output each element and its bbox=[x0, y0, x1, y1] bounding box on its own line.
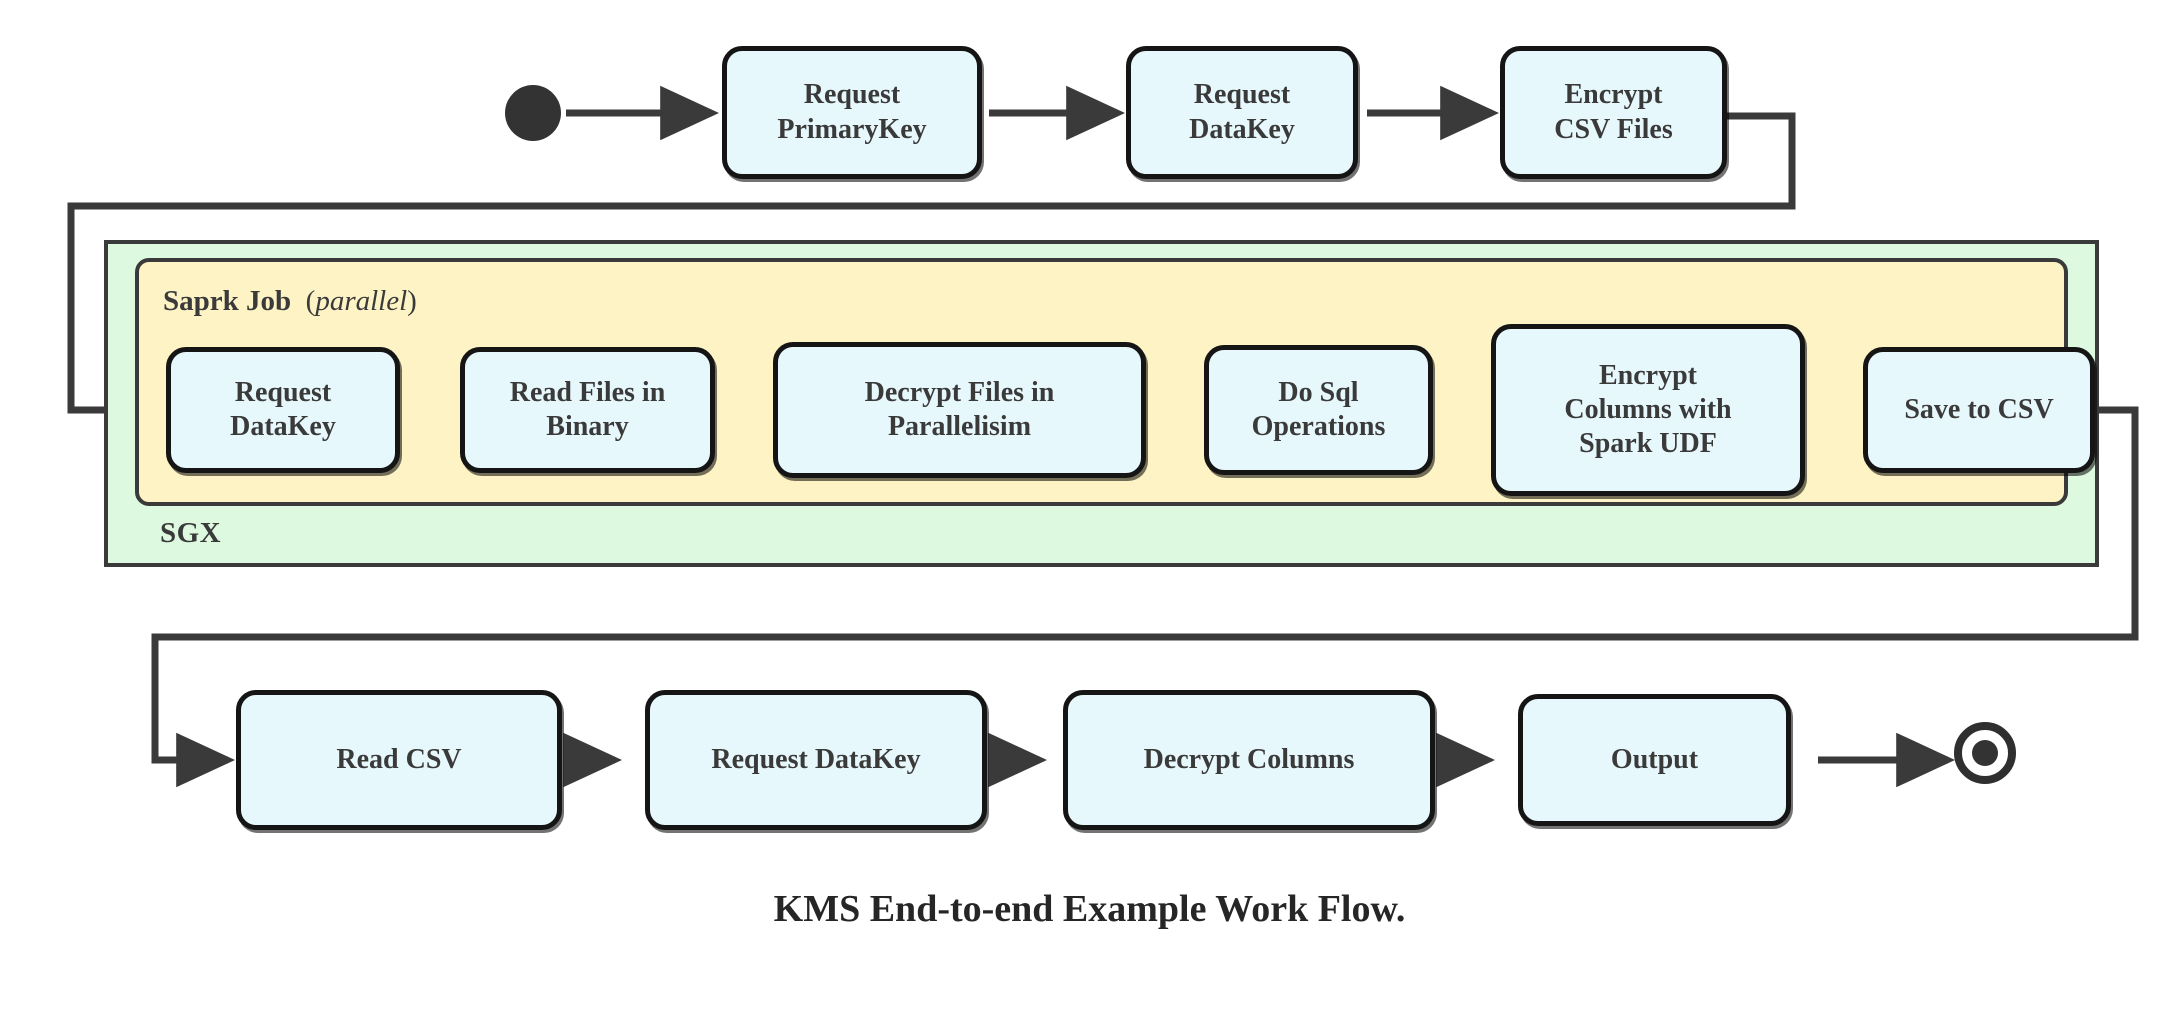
state-label-line1: Decrypt Files in bbox=[864, 376, 1055, 408]
state-request-datakey-spark[interactable]: Request DataKey bbox=[166, 347, 400, 473]
state-save-to-csv[interactable]: Save to CSV bbox=[1863, 347, 2095, 473]
final-state-node bbox=[1954, 722, 2016, 784]
state-label-line1: Request bbox=[1193, 79, 1291, 111]
state-label-line2: DataKey bbox=[230, 411, 336, 442]
state-label-line1: Output bbox=[1610, 743, 1699, 775]
state-label-line1: Save to CSV bbox=[1904, 393, 2054, 425]
initial-state-node bbox=[505, 85, 561, 141]
state-label-line3: Spark UDF bbox=[1579, 428, 1717, 460]
state-label-line2: Columns with bbox=[1564, 393, 1732, 425]
state-label-line2: Operations bbox=[1251, 411, 1386, 442]
state-label-line2: Parallelisim bbox=[887, 411, 1032, 442]
state-label-line1: Request DataKey bbox=[711, 743, 921, 775]
state-label-line1: Request bbox=[803, 79, 901, 111]
sgx-container-label: SGX bbox=[160, 517, 222, 549]
state-label-line2: PrimaryKey bbox=[777, 113, 927, 145]
state-label-line1: Request bbox=[234, 376, 332, 408]
state-request-datakey-bottom[interactable]: Request DataKey bbox=[645, 690, 987, 830]
spark-job-label-modifier: parallel bbox=[315, 285, 408, 317]
state-label-line1: Do Sql bbox=[1278, 376, 1359, 408]
state-label-line1: Read Files in bbox=[509, 376, 666, 408]
state-encrypt-columns-with-spark-udf[interactable]: Encrypt Columns with Spark UDF bbox=[1491, 324, 1805, 496]
state-decrypt-files-in-parallelisim[interactable]: Decrypt Files in Parallelisim bbox=[773, 342, 1146, 478]
state-label-line2: Binary bbox=[546, 411, 629, 442]
state-output[interactable]: Output bbox=[1518, 694, 1791, 826]
state-read-csv[interactable]: Read CSV bbox=[236, 690, 562, 830]
spark-job-label-main: Saprk Job bbox=[163, 285, 292, 317]
state-label-line1: Read CSV bbox=[336, 743, 462, 775]
figure-caption: KMS End-to-end Example Work Flow. bbox=[773, 888, 1406, 930]
spark-job-container-label: Saprk Job (parallel) bbox=[163, 285, 417, 318]
state-label-line1: Decrypt Columns bbox=[1143, 743, 1355, 775]
spark-job-label-paren-open: ( bbox=[305, 285, 316, 317]
state-do-sql-operations[interactable]: Do Sql Operations bbox=[1204, 345, 1433, 475]
spark-job-label-paren-close: ) bbox=[407, 285, 417, 317]
state-request-primarykey[interactable]: Request PrimaryKey bbox=[722, 46, 982, 179]
state-label-line1: Encrypt bbox=[1598, 359, 1697, 391]
state-decrypt-columns[interactable]: Decrypt Columns bbox=[1063, 690, 1435, 830]
state-read-files-in-binary[interactable]: Read Files in Binary bbox=[460, 347, 715, 473]
state-request-datakey-top[interactable]: Request DataKey bbox=[1126, 46, 1358, 179]
state-encrypt-csv-files[interactable]: Encrypt CSV Files bbox=[1500, 46, 1727, 179]
state-label-line2: CSV Files bbox=[1554, 113, 1673, 145]
state-label-line2: DataKey bbox=[1189, 113, 1295, 145]
state-label-line1: Encrypt bbox=[1564, 79, 1663, 111]
